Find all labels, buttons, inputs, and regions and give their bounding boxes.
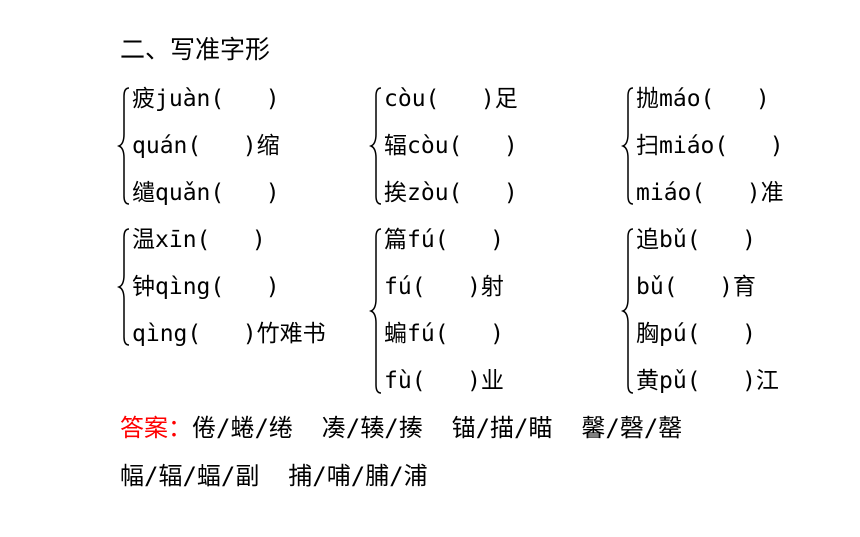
word-group-3: 抛máo( ) 扫miáo( ) miáo( )准 [620, 82, 850, 210]
answer-line-2: 幅/辐/蝠/副 捕/哺/脯/浦 [120, 460, 428, 492]
group-2-line-3: 挨zòu( ) [384, 180, 518, 206]
group-4-line-3: qìng( )竹难书 [132, 321, 326, 347]
group-1-line-3: 缱quǎn( ) [132, 180, 280, 206]
word-group-4: 温xīn( ) 钟qìng( ) qìng( )竹难书 [116, 223, 346, 351]
section-title: 二、写准字形 [120, 35, 271, 64]
group-6-line-3: 胸pú( ) [636, 321, 756, 347]
group-5-line-1: 篇fú( ) [384, 227, 504, 253]
group-1-line-2: quán( )缩 [132, 133, 280, 159]
brace-icon [620, 228, 634, 394]
group-5-line-2: fú( )射 [384, 274, 504, 300]
group-4-line-2: 钟qìng( ) [132, 274, 280, 300]
group-3-line-3: miáo( )准 [636, 180, 784, 206]
brace-icon [368, 228, 382, 394]
group-2-line-2: 辐còu( ) [384, 133, 518, 159]
group-6-line-1: 追bǔ( ) [636, 227, 756, 253]
group-4-line-1: 温xīn( ) [132, 227, 266, 253]
word-group-1: 疲juàn( ) quán( )缩 缱quǎn( ) [116, 82, 346, 210]
answer-label: 答案： [120, 414, 192, 442]
group-5-line-3: 蝙fú( ) [384, 321, 504, 347]
answer-line-1: 答案：倦/蜷/绻 凑/辏/揍 锚/描/瞄 馨/磬/罄 [120, 412, 682, 444]
word-group-5: 篇fú( ) fú( )射 蝙fú( ) fù( )业 [368, 223, 598, 399]
brace-icon [116, 87, 130, 205]
group-2-line-1: còu( )足 [384, 86, 518, 112]
group-3-line-2: 扫miáo( ) [636, 133, 784, 159]
group-1-line-1: 疲juàn( ) [132, 86, 280, 112]
group-5-line-4: fù( )业 [384, 368, 504, 394]
word-group-2: còu( )足 辐còu( ) 挨zòu( ) [368, 82, 598, 210]
group-6-line-4: 黄pǔ( )江 [636, 368, 779, 394]
answer-text-1: 倦/蜷/绻 凑/辏/揍 锚/描/瞄 馨/磬/罄 [192, 414, 683, 442]
brace-icon [368, 87, 382, 205]
brace-icon [116, 228, 130, 346]
group-3-line-1: 抛máo( ) [636, 86, 770, 112]
answer-text-2: 幅/辐/蝠/副 捕/哺/脯/浦 [120, 462, 428, 490]
group-6-line-2: bǔ( )育 [636, 274, 756, 300]
word-group-6: 追bǔ( ) bǔ( )育 胸pú( ) 黄pǔ( )江 [620, 223, 850, 399]
brace-icon [620, 87, 634, 205]
